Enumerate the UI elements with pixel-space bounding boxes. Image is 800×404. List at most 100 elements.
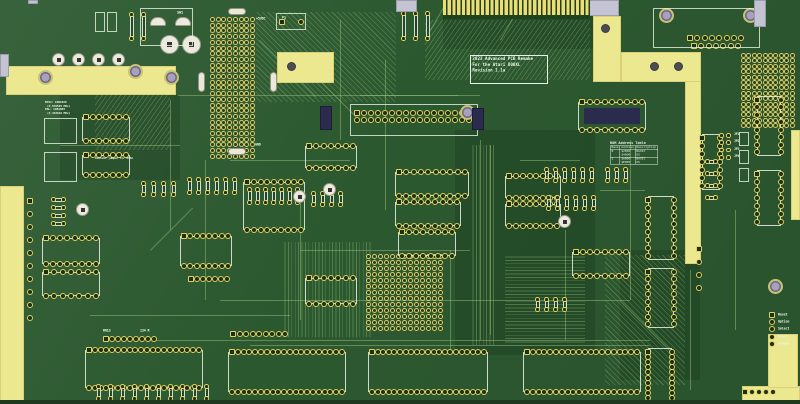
- socket-pad: [143, 347, 150, 353]
- socket-pad: [475, 349, 482, 355]
- proto-grid-pad: [773, 69, 779, 75]
- proto-grid-pad: [378, 320, 383, 325]
- proto-grid-pad: [372, 290, 377, 295]
- proto-grid-pad: [232, 17, 238, 22]
- socket-pad: [526, 201, 533, 207]
- proto-grid-pad: [768, 74, 773, 80]
- socket-pad: [382, 110, 388, 116]
- trace-bus: [470, 145, 496, 345]
- component-pad: [564, 206, 569, 211]
- component-pad: [726, 140, 731, 145]
- socket-pad: [645, 276, 651, 283]
- proto-grid-pad: [420, 296, 425, 301]
- proto-grid-pad: [215, 125, 221, 131]
- socket-pad: [778, 104, 784, 111]
- trace: [90, 315, 290, 316]
- component-pad: [553, 307, 558, 312]
- socket-pad: [770, 389, 776, 395]
- socket-pad: [769, 312, 775, 318]
- socket-pad: [533, 223, 540, 229]
- socket-pad: [342, 275, 349, 281]
- component-pad: [132, 384, 137, 389]
- proto-grid-pad: [227, 22, 233, 28]
- socket-pad: [310, 389, 317, 395]
- proto-grid-pad: [232, 85, 238, 91]
- socket-pad: [399, 253, 405, 259]
- socket-pad: [453, 349, 459, 355]
- silk-label: PAL: CO61665: [45, 107, 65, 111]
- socket-pad: [687, 35, 693, 41]
- proto-grid-pad: [215, 113, 221, 119]
- socket-pad: [298, 389, 305, 395]
- proto-grid-pad: [210, 108, 215, 114]
- socket-pad: [587, 273, 594, 279]
- socket-pad: [593, 349, 600, 355]
- proto-grid-pad: [210, 17, 215, 22]
- socket-pad: [769, 326, 775, 333]
- proto-grid-pad: [420, 260, 425, 265]
- component-pad: [553, 167, 558, 172]
- socket-pad: [432, 193, 439, 199]
- component-pad: [705, 183, 710, 188]
- capacitor-polarity-mark: [96, 57, 101, 62]
- socket-pad: [281, 349, 288, 355]
- proto-grid-pad: [432, 260, 437, 265]
- socket-pad: [586, 99, 593, 105]
- proto-grid-pad: [757, 53, 763, 58]
- socket-pad: [717, 167, 723, 173]
- component-pad: [223, 177, 228, 182]
- socket-pad: [413, 229, 420, 235]
- proto-grid-pad: [396, 296, 401, 301]
- socket-pad: [149, 385, 156, 391]
- socket-pad: [481, 349, 487, 355]
- socket-pad: [579, 99, 585, 105]
- socket-pad: [754, 219, 760, 225]
- socket-pad: [304, 389, 311, 395]
- proto-grid-pad: [227, 68, 233, 74]
- socket-pad: [328, 301, 334, 307]
- socket-pad: [454, 223, 460, 229]
- component-pad: [591, 206, 596, 211]
- proto-grid-pad: [384, 302, 389, 307]
- proto-grid-pad: [438, 314, 443, 319]
- socket-pad: [671, 291, 677, 298]
- component-pad: [719, 140, 724, 145]
- socket-pad: [540, 195, 547, 201]
- component-pad: [544, 167, 549, 172]
- component-pad: [546, 206, 551, 211]
- proto-grid-pad: [244, 51, 250, 57]
- socket-pad: [671, 229, 677, 235]
- proto-grid-pad: [408, 284, 413, 289]
- socket-pad: [754, 179, 760, 185]
- socket-pad: [717, 175, 723, 181]
- component-pad: [223, 190, 228, 195]
- drill-hole: [601, 24, 610, 33]
- proto-grid-pad: [372, 296, 377, 301]
- proto-grid-pad: [757, 58, 763, 64]
- component-pad: [338, 202, 343, 207]
- socket-pad: [419, 389, 426, 395]
- proto-grid-pad: [221, 91, 227, 97]
- silkscreen-outline: [653, 8, 760, 48]
- socket-pad: [519, 173, 526, 179]
- socket-pad: [410, 117, 416, 123]
- proto-grid-pad: [432, 290, 437, 295]
- socket-pad: [645, 313, 651, 320]
- proto-grid-pad: [390, 320, 395, 325]
- component-pad: [214, 190, 219, 195]
- proto-grid-pad: [784, 80, 790, 85]
- socket-pad: [506, 195, 512, 201]
- socket-pad: [742, 389, 748, 395]
- resistor: [402, 15, 406, 37]
- socket-pad: [645, 253, 651, 259]
- component-pad: [141, 12, 146, 17]
- socket-pad: [418, 169, 424, 175]
- proto-grid-pad: [751, 85, 757, 91]
- proto-grid-pad: [768, 80, 773, 85]
- socket-pad: [431, 110, 437, 116]
- pour-dark-region: [60, 95, 180, 180]
- socket-pad: [533, 201, 540, 207]
- socket-pad: [121, 336, 127, 342]
- proto-grid-pad: [244, 142, 250, 148]
- socket-pad: [250, 227, 257, 233]
